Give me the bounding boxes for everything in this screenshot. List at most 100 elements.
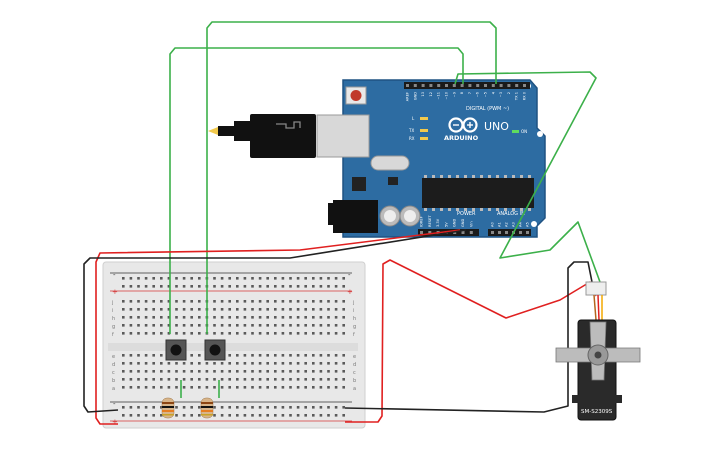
breadboard-hole <box>129 308 133 311</box>
breadboard-hole <box>190 370 193 373</box>
digital-pin[interactable] <box>460 84 464 87</box>
breadboard-hole <box>175 316 178 319</box>
digital-pin[interactable] <box>452 84 456 87</box>
analog-pin[interactable] <box>498 231 501 234</box>
breadboard-hole <box>198 386 201 389</box>
digital-pin[interactable] <box>515 84 519 87</box>
breadboard-hole <box>137 332 140 335</box>
breadboard-hole <box>342 370 345 373</box>
breadboard-hole <box>304 332 307 335</box>
analog-pin[interactable] <box>526 231 529 234</box>
resistor-right[interactable] <box>200 397 214 419</box>
breadboard-hole <box>144 332 148 335</box>
breadboard-hole <box>327 406 330 409</box>
power-pin-label: GND <box>461 219 465 227</box>
power-pin[interactable] <box>428 231 432 234</box>
green-wire-servo-signal[interactable] <box>454 71 601 283</box>
chip-pin <box>520 175 523 178</box>
led-tx-label: TX <box>408 128 414 133</box>
analog-pin[interactable] <box>519 231 522 234</box>
breadboard-hole <box>129 300 133 303</box>
breadboard-hole <box>129 285 133 288</box>
chip-pin <box>440 175 443 178</box>
power-pin-label: Vin <box>469 221 473 227</box>
arduino-uno-board[interactable]: ARDUINO UNO L TX RX ON DIGITAL (PWM ~) P… <box>316 79 546 238</box>
chip-pin <box>512 175 515 178</box>
digital-pin-label: GND <box>413 92 417 100</box>
digital-pin[interactable] <box>468 84 472 87</box>
pushbutton-cap[interactable] <box>209 344 221 356</box>
pushbutton-left[interactable] <box>165 339 187 361</box>
reset-button[interactable] <box>350 90 362 101</box>
arduino-logo <box>448 117 478 133</box>
analog-header <box>488 229 531 236</box>
breadboard-hole <box>144 378 148 381</box>
wires[interactable] <box>83 21 601 425</box>
breadboard-hole <box>228 316 231 319</box>
digital-pin[interactable] <box>507 84 511 87</box>
breadboard-hole <box>160 316 163 319</box>
breadboard-hole <box>342 354 345 357</box>
breadboard-hole <box>281 277 285 280</box>
red-wire-5v[interactable] <box>95 229 461 425</box>
breadboard-hole <box>144 324 148 327</box>
breadboard-hole <box>289 406 292 409</box>
digital-pin[interactable] <box>491 84 495 87</box>
breadboard-hole <box>198 316 201 319</box>
chip-pin <box>464 175 467 178</box>
breadboard-hole <box>190 324 193 327</box>
green-wire-button-right-to-pin[interactable] <box>206 21 497 334</box>
breadboard-hole <box>236 362 239 365</box>
digital-pin[interactable] <box>429 84 433 87</box>
digital-pin[interactable] <box>406 84 409 87</box>
breadboard-hole <box>304 277 307 280</box>
power-pin[interactable] <box>420 231 423 234</box>
breadboard-hole <box>342 332 345 335</box>
resistor-left[interactable] <box>161 397 175 419</box>
servo-motor[interactable]: SM-S2309S <box>555 281 641 421</box>
breadboard-hole <box>266 378 269 381</box>
green-wire-button-left-to-pin[interactable] <box>169 47 464 334</box>
digital-pin[interactable] <box>484 84 487 87</box>
breadboard-hole <box>236 316 239 319</box>
digital-pin[interactable] <box>421 84 425 87</box>
digital-pin-label: 8 <box>460 91 464 94</box>
digital-pin[interactable] <box>523 84 526 87</box>
black-wire-gnd[interactable] <box>83 229 467 413</box>
breadboard-hole <box>144 285 148 288</box>
breadboard-hole <box>228 370 231 373</box>
chip-pin <box>448 208 451 211</box>
breadboard-hole <box>122 362 125 365</box>
digital-pin[interactable] <box>476 84 480 87</box>
breadboard-hole <box>213 332 216 335</box>
black-wire-servo-ground[interactable] <box>344 261 593 413</box>
pushbutton-right[interactable] <box>204 339 226 361</box>
breadboard-hole <box>198 285 201 288</box>
usb-cable[interactable] <box>208 114 316 158</box>
digital-pin[interactable] <box>413 84 417 87</box>
chip-pin <box>456 175 459 178</box>
power-pin[interactable] <box>469 231 473 234</box>
breadboard-hole <box>190 362 193 365</box>
breadboard-hole <box>160 332 163 335</box>
analog-pin[interactable] <box>505 231 508 234</box>
analog-pin[interactable] <box>491 231 494 234</box>
digital-pin[interactable] <box>445 84 448 87</box>
servo-shaft <box>594 351 602 359</box>
digital-header-label: DIGITAL (PWM ~) <box>466 106 509 112</box>
red-wire-servo-power[interactable] <box>345 259 597 423</box>
breadboard-hole <box>281 378 285 381</box>
pushbutton-cap[interactable] <box>170 344 182 356</box>
breadboard-hole <box>243 300 247 303</box>
led-l-label: L <box>412 116 415 121</box>
chip-pin <box>496 175 499 178</box>
digital-pin[interactable] <box>499 84 503 87</box>
power-pin[interactable] <box>461 231 465 234</box>
breadboard-hole <box>198 378 201 381</box>
digital-pin[interactable] <box>437 84 441 87</box>
breadboard-hole <box>236 308 239 311</box>
breadboard-hole <box>152 386 155 389</box>
